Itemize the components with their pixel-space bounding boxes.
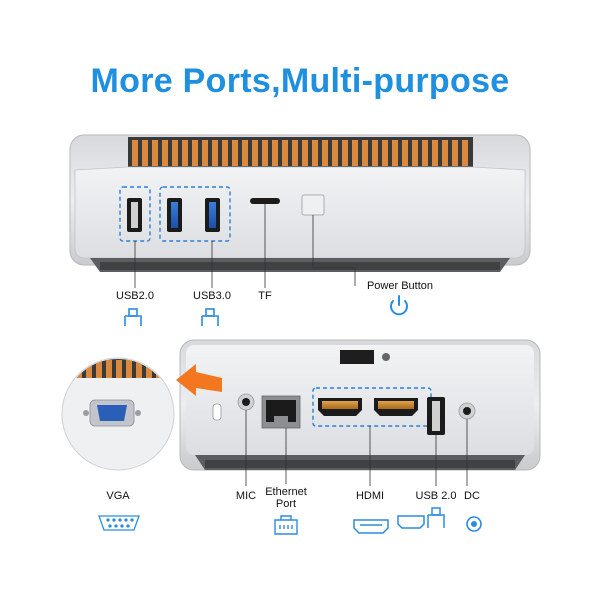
label-dc: DC bbox=[464, 490, 480, 502]
rear-top-hole bbox=[382, 353, 390, 361]
vga-icon bbox=[98, 515, 140, 531]
label-usb2: USB2.0 bbox=[116, 290, 154, 302]
power-button-device bbox=[301, 194, 325, 216]
usb-icon bbox=[124, 308, 142, 326]
front-panel-device bbox=[69, 134, 531, 272]
hdmi-highlight-box bbox=[312, 387, 432, 427]
mic-jack bbox=[237, 393, 255, 411]
label-ethernet-line1: Ethernet bbox=[265, 486, 307, 498]
page-title: More Ports,Multi-purpose bbox=[90, 62, 510, 100]
label-power-button: Power Button bbox=[366, 280, 434, 292]
usb-icon bbox=[397, 507, 445, 529]
usb20-port-rear bbox=[427, 397, 445, 435]
ethernet-icon bbox=[274, 515, 298, 535]
usb3-ports-top bbox=[159, 186, 231, 242]
arrow-icon bbox=[176, 364, 222, 396]
bottom-callout-lines bbox=[245, 410, 468, 486]
label-tf: TF bbox=[258, 290, 272, 302]
dc-jack bbox=[458, 402, 476, 420]
rear-top-slot bbox=[340, 350, 374, 364]
label-mic: MIC bbox=[235, 490, 257, 502]
label-usb20: USB 2.0 bbox=[415, 490, 457, 502]
label-hdmi: HDMI bbox=[355, 490, 385, 502]
kensington-slot bbox=[212, 403, 222, 421]
hdmi-port-1 bbox=[318, 398, 362, 416]
hdmi-icon bbox=[353, 519, 389, 534]
label-ethernet-port: Ethernet Port bbox=[260, 486, 312, 510]
usb-icon bbox=[201, 308, 219, 326]
label-ethernet-line2: Port bbox=[275, 498, 297, 510]
vga-magnifier bbox=[61, 357, 175, 471]
hdmi-port-2 bbox=[374, 398, 418, 416]
label-usb3: USB3.0 bbox=[193, 290, 231, 302]
vent-fins bbox=[132, 140, 468, 166]
power-icon bbox=[390, 295, 408, 316]
top-callout-lines bbox=[134, 204, 356, 288]
tf-card-slot bbox=[250, 198, 280, 204]
ethernet-port-device bbox=[261, 395, 301, 429]
label-vga: VGA bbox=[106, 490, 130, 502]
dc-icon bbox=[466, 516, 482, 532]
